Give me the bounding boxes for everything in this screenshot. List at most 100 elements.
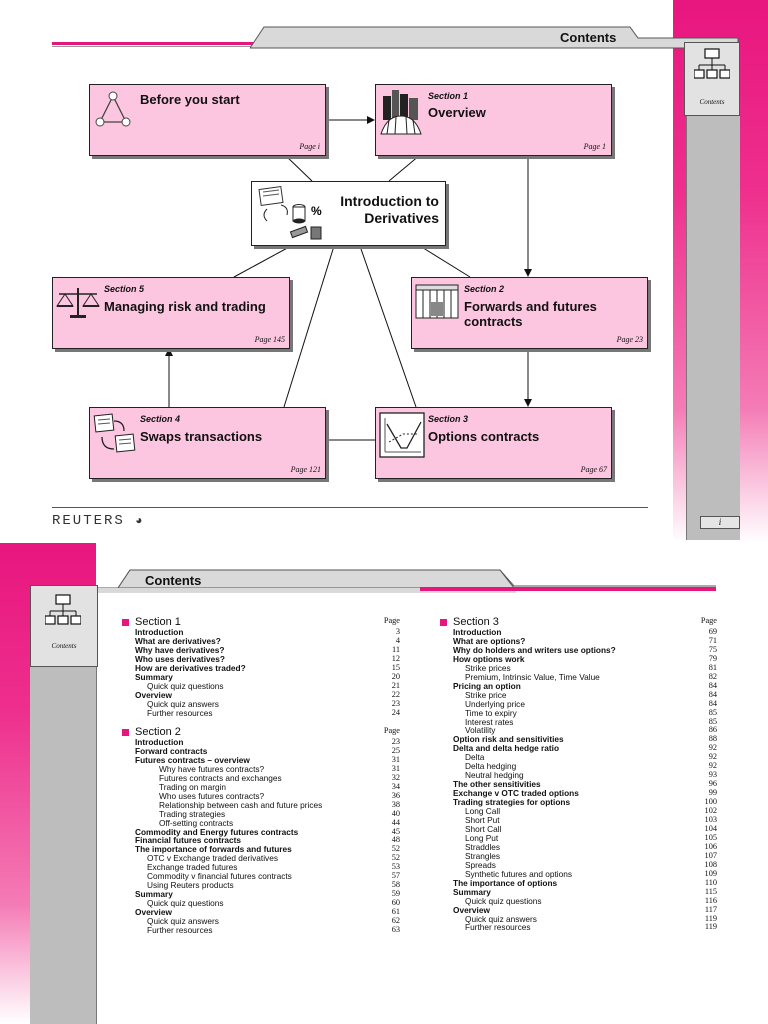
- toc-entry-page: 31: [391, 754, 400, 764]
- toc-entry[interactable]: How are derivatives traded?15: [122, 663, 400, 673]
- section-title: Section 3: [453, 616, 499, 629]
- contents-nav-button[interactable]: Contents: [684, 42, 740, 116]
- toc-entry[interactable]: Who uses derivatives?12: [122, 654, 400, 664]
- org-chart-icon: [694, 48, 730, 79]
- box-before-you-start[interactable]: Before you start Page i: [89, 84, 326, 156]
- toc-entry-title: Spreads: [465, 859, 496, 870]
- box-section-2-forwards-futures[interactable]: Section 2 Forwards and futures contracts…: [411, 277, 648, 349]
- toc-entry[interactable]: What are derivatives?4: [122, 636, 400, 646]
- box-section-5-managing-risk[interactable]: Section 5 Managing risk and trading Page…: [52, 277, 290, 349]
- toc-entry[interactable]: Relationship between cash and future pri…: [122, 800, 400, 810]
- toc-entry-title: Introduction: [135, 627, 184, 637]
- toc-entry-page: 20: [391, 671, 400, 681]
- page-title: Contents: [560, 30, 617, 45]
- header-accent-line: [52, 42, 262, 45]
- toc-entry-title: Why have futures contracts?: [159, 763, 265, 774]
- toc-entry-title: Strike price: [465, 689, 507, 700]
- toc-entry-title: Quick quiz answers: [147, 916, 219, 927]
- toc-entry-title: Quick quiz questions: [465, 895, 542, 906]
- toc-entry-title: Delta: [465, 752, 485, 763]
- box-section-4-swaps[interactable]: Section 4 Swaps transactions Page 121: [89, 407, 326, 479]
- toc-entry[interactable]: Who uses futures contracts?36: [122, 791, 400, 801]
- toc-entry-page: 96: [708, 779, 717, 789]
- toc-entry-title: Introduction: [135, 737, 184, 747]
- reuters-logo: REUTERS ◕: [52, 513, 142, 529]
- toc-entry[interactable]: Why have futures contracts?31: [122, 763, 400, 774]
- toc-entry-title: Neutral hedging: [465, 770, 524, 781]
- toc-entry-page: 106: [704, 841, 717, 851]
- toc-entry[interactable]: Why have derivatives?11: [122, 645, 400, 655]
- box-section-1-overview[interactable]: Section 1 Overview Page 1: [375, 84, 612, 156]
- city-buildings-icon: [380, 90, 422, 135]
- toc-entry-title: Trading on margin: [159, 781, 227, 792]
- contents-nav-button[interactable]: Contents: [30, 585, 98, 667]
- toc-entry-title: Option risk and sensitivities: [453, 734, 564, 745]
- center-introduction-box[interactable]: % Introduction to Derivatives: [251, 181, 446, 246]
- page-number: i: [700, 516, 740, 529]
- toc-entry[interactable]: What are options?71: [440, 636, 717, 646]
- toc-entry[interactable]: Why do holders and writers use options?7…: [440, 645, 717, 655]
- trading-board-icon: [415, 284, 459, 319]
- toc-entry-title: Interest rates: [465, 716, 514, 727]
- box-section-3-options[interactable]: Section 3 Options contracts Page 67: [375, 407, 612, 479]
